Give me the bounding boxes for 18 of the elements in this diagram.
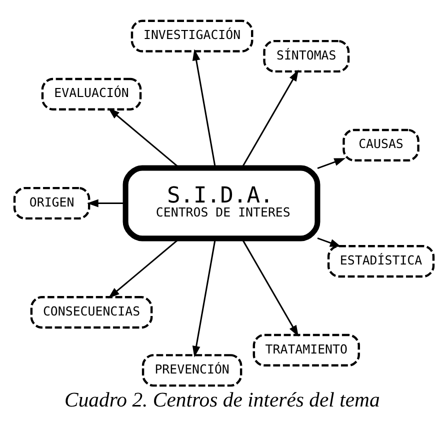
caption: Cuadro 2. Centros de interés del tema <box>64 388 380 411</box>
node-box: TRATAMIENTO <box>252 333 360 366</box>
node-box: INVESTIGACIÓN <box>130 19 253 52</box>
node-box: ESTADÍSTICA <box>326 244 434 278</box>
node-box: SÍNTOMAS <box>262 39 350 72</box>
arrow <box>86 198 125 207</box>
node-box: CONSECUENCIAS <box>30 296 152 328</box>
arrow <box>192 48 216 168</box>
node-box: EVALUACIÓN <box>40 77 142 110</box>
arrow <box>316 236 341 246</box>
node-box: S.I.D.A. CENTROS DE INTERES <box>122 164 320 241</box>
arrow <box>108 108 180 168</box>
node-box: CAUSAS <box>342 128 419 161</box>
node-box: ORIGEN <box>12 186 90 220</box>
arrow <box>316 158 346 169</box>
node-box: PREVENCIÓN <box>141 354 242 386</box>
arrow <box>192 238 216 357</box>
arrow <box>240 69 298 168</box>
